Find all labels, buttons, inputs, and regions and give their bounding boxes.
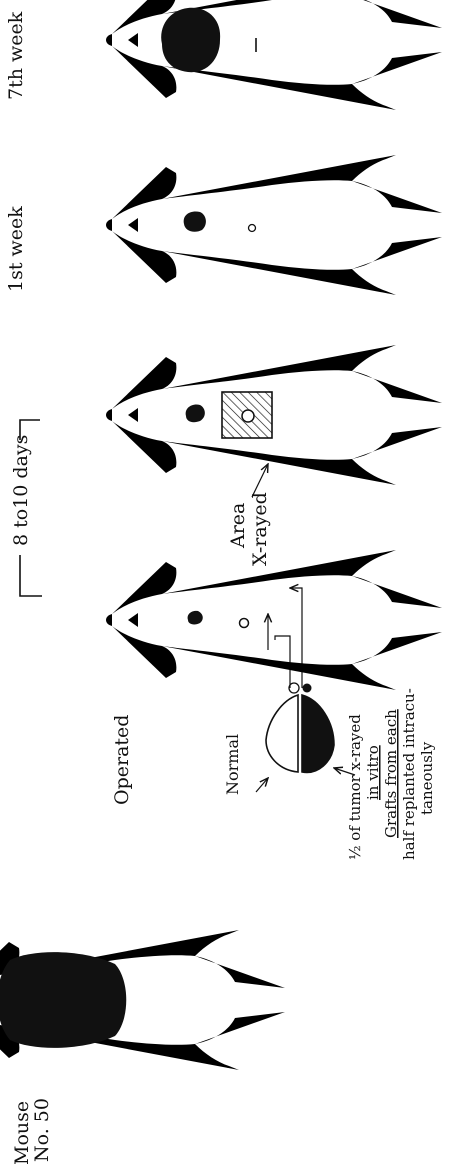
mouse-3 (102, 339, 442, 491)
split-tumor (266, 683, 334, 772)
mouse-4 (102, 149, 442, 301)
mouse-1 (0, 924, 285, 1076)
half-xrayed-line2: in vitro (364, 745, 382, 800)
graft-arrows (268, 588, 302, 688)
normal-half (266, 695, 298, 772)
normal-label: Normal (223, 734, 242, 795)
area-line1: Area (227, 503, 249, 549)
xrayed-half-notch (303, 684, 312, 693)
xray-area-pointer (252, 464, 268, 497)
xrayed-half (302, 695, 334, 772)
operated-label: Operated (111, 715, 133, 805)
mouse-2 (102, 544, 442, 696)
graft-normal (249, 225, 256, 232)
mouse-outline (102, 149, 442, 301)
grafts-line3: taneously (418, 741, 436, 815)
mouse-no-line1: Mouse (11, 1101, 33, 1165)
graft-normal (242, 410, 254, 422)
mouse-outline (102, 0, 442, 116)
grafts-line1: Grafts from each (382, 709, 400, 838)
mouse-5 (102, 0, 442, 116)
graft-xrayed (184, 212, 206, 232)
normal-pointer (256, 778, 268, 792)
graft-xrayed (186, 405, 205, 423)
mouse-no-label: Mouse No. 50 (11, 1098, 53, 1165)
week1-label: 1st week (5, 206, 27, 292)
area-line2: X-rayed (249, 492, 271, 566)
week7-label: 7th week (5, 11, 27, 100)
interval-label: 8 to10 days (10, 435, 32, 546)
grafts-line2: half replanted intracu- (400, 688, 418, 860)
half-xrayed-line1: ½ of tumor x-rayed (346, 714, 364, 860)
graft-xrayed (188, 611, 203, 625)
tumor-large (161, 8, 220, 72)
tumor-large (0, 952, 126, 1048)
graft-normal (240, 619, 249, 628)
mouse-no-line2: No. 50 (31, 1098, 53, 1162)
mouse-outline (102, 544, 442, 696)
